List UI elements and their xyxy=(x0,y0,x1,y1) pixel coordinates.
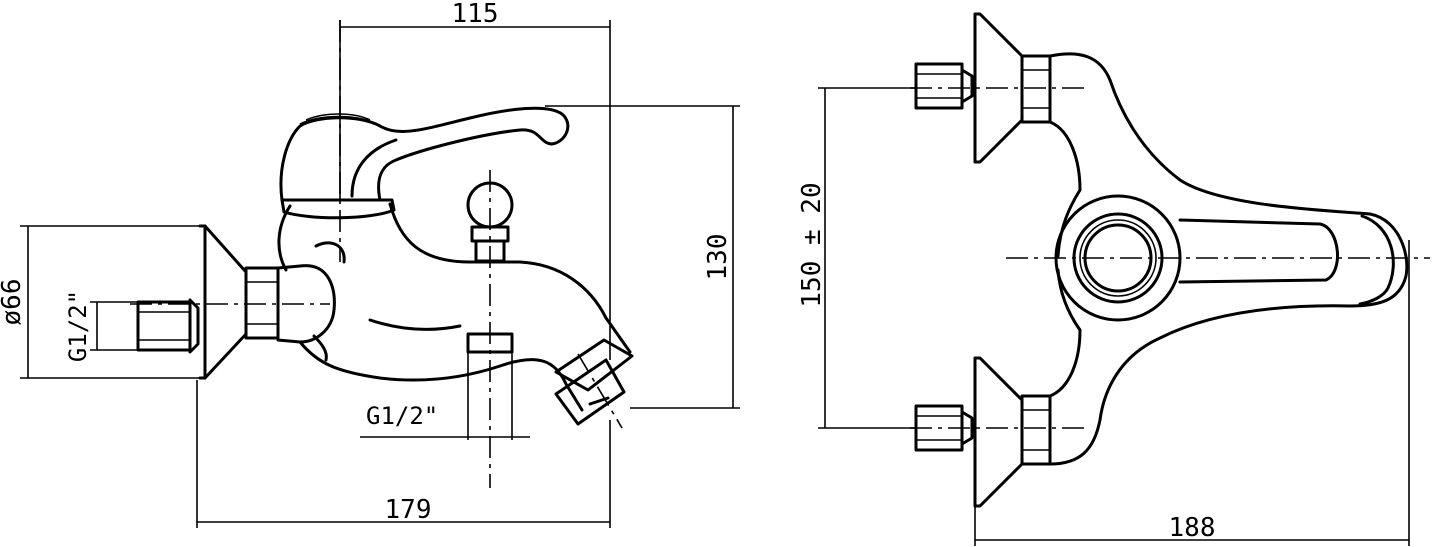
spout-nozzle xyxy=(554,338,634,426)
dimension-center-distance: 150 ± 20 xyxy=(797,87,916,429)
centerline-nozzle xyxy=(577,353,623,429)
lever-handle xyxy=(279,106,570,202)
side-view: 115 130 ø66 G1/2" G1/2" xyxy=(0,0,740,528)
dimension-115: 115 xyxy=(339,0,611,360)
dim-188-label: 188 xyxy=(1169,513,1216,543)
dim-130-label: 130 xyxy=(703,234,733,281)
dimension-179: 179 xyxy=(196,380,611,528)
wall-flange xyxy=(198,224,248,380)
cartridge-base xyxy=(280,198,396,220)
dimension-flange-diameter: ø66 xyxy=(0,225,205,379)
hex-nut xyxy=(244,266,280,340)
dim-inlet-thread-label: G1/2" xyxy=(64,290,92,362)
lower-wall-flange xyxy=(914,356,1052,508)
dimension-inlet-thread: G1/2" xyxy=(64,290,138,362)
inlet-connector xyxy=(136,298,200,354)
dim-115-label: 115 xyxy=(452,0,499,29)
dim-179-label: 179 xyxy=(385,495,432,525)
dim-outlet-thread-label: G1/2" xyxy=(366,402,438,430)
top-body-outline xyxy=(1048,52,1409,466)
dim-150-label: 150 ± 20 xyxy=(797,182,827,307)
dimension-188: 188 xyxy=(974,240,1410,546)
dimension-130: 130 xyxy=(545,105,740,409)
top-view: 150 ± 20 188 xyxy=(797,12,1430,546)
upper-wall-flange xyxy=(914,12,1052,164)
dim-diameter-label: ø66 xyxy=(0,279,27,326)
